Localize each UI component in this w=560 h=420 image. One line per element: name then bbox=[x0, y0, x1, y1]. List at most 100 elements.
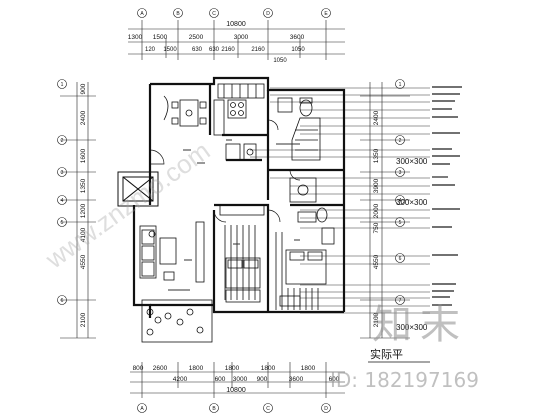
right-dim-5: 4550 bbox=[373, 254, 380, 269]
left-dim-7: 2100 bbox=[80, 312, 87, 327]
dining-table-set bbox=[163, 95, 207, 127]
top-sub-dim-2: 630 bbox=[192, 47, 203, 53]
top-sub-dim-4: 2160 bbox=[221, 47, 235, 53]
axis-top-e-circle bbox=[321, 8, 331, 18]
living-room-furniture bbox=[139, 221, 205, 283]
top-dim-sub: 1050 bbox=[273, 58, 287, 64]
plan-walls bbox=[132, 76, 346, 318]
top-dim-1: 1500 bbox=[153, 34, 168, 41]
axis-top-b: B bbox=[176, 11, 180, 17]
right-dim-2: 3900 bbox=[373, 178, 380, 193]
axis-right-1: 1 bbox=[399, 82, 402, 88]
tile-label-1: 300×300 bbox=[396, 157, 428, 166]
tile-label-2: 300×300 bbox=[396, 198, 428, 207]
top-sub-dim-0: 120 bbox=[145, 47, 156, 53]
axis-right-2-circle bbox=[395, 135, 405, 145]
bottom-dim-1: 2600 bbox=[153, 365, 168, 372]
bottom-sub-dim-4: 3600 bbox=[289, 376, 304, 383]
door-swings bbox=[149, 119, 301, 223]
axis-left-5: 5 bbox=[61, 220, 64, 226]
axis-right-3: 3 bbox=[399, 170, 402, 176]
left-dim-5: 4100 bbox=[80, 227, 87, 242]
axis-bottom-b-circle bbox=[209, 403, 219, 413]
top-dim-3: 3000 bbox=[234, 34, 249, 41]
right-dim-0: 2400 bbox=[373, 110, 380, 125]
balcony-planters bbox=[141, 299, 213, 343]
top-dim-4: 3600 bbox=[290, 34, 305, 41]
bottom-sub-dim-5: 600 bbox=[329, 376, 340, 383]
bathroom-fixtures-upper bbox=[277, 97, 321, 161]
top-dim-0: 1300 bbox=[128, 34, 143, 41]
bottom-dim-0: 800 bbox=[133, 365, 144, 372]
axis-left-1: 1 bbox=[61, 82, 64, 88]
axis-right-4-circle bbox=[395, 195, 405, 205]
axis-right-3-circle bbox=[395, 167, 405, 177]
axis-left-2-circle bbox=[57, 135, 67, 145]
bottom-sub-dim-2: 3000 bbox=[233, 376, 248, 383]
left-dim-2: 1600 bbox=[80, 148, 87, 163]
axis-right-5-circle bbox=[395, 217, 405, 227]
axis-right-7: 7 bbox=[399, 298, 402, 304]
bedroom-right-furniture bbox=[275, 227, 335, 310]
top-dim-total: 10800 bbox=[226, 21, 246, 28]
right-dim-6: 2100 bbox=[373, 312, 380, 327]
bottom-dim-total: 10800 bbox=[226, 387, 246, 394]
axis-left-6: 6 bbox=[61, 298, 64, 304]
axis-right-6-circle bbox=[395, 253, 405, 263]
room-label-marks bbox=[168, 139, 300, 291]
axis-right-4: 4 bbox=[399, 198, 402, 204]
axis-bottom-a-circle bbox=[137, 403, 147, 413]
bottom-sub-dim-0: 4200 bbox=[173, 376, 188, 383]
axis-bottom-a: A bbox=[140, 406, 144, 412]
top-sub-dim-3: 630 bbox=[209, 47, 220, 53]
axis-top-a-circle bbox=[137, 8, 147, 18]
bottom-dim-5: 1800 bbox=[301, 365, 316, 372]
bottom-dim-3: 1800 bbox=[225, 365, 240, 372]
right-dim-3: 2000 bbox=[373, 203, 380, 218]
top-sub-dim-6: 1050 bbox=[291, 47, 305, 53]
right-dim-4: 750 bbox=[373, 222, 380, 233]
axis-top-c: C bbox=[212, 11, 216, 17]
bottom-sub-dim-1: 600 bbox=[215, 376, 226, 383]
axis-bottom-d-circle bbox=[321, 403, 331, 413]
top-sub-dim-5: 2160 bbox=[251, 47, 265, 53]
left-dim-4: 1200 bbox=[80, 203, 87, 218]
axis-top-c-circle bbox=[209, 8, 219, 18]
bottom-sub-dim-3: 900 bbox=[257, 376, 268, 383]
bedroom-left-furniture bbox=[219, 204, 265, 303]
tile-label-3: 300×300 bbox=[396, 323, 428, 332]
dimension-lines bbox=[60, 20, 410, 398]
top-dim-2: 2500 bbox=[189, 34, 204, 41]
axis-left-5-circle bbox=[57, 217, 67, 227]
left-dim-0: 900 bbox=[80, 83, 87, 94]
axis-left-1-circle bbox=[57, 79, 67, 89]
axis-top-d: D bbox=[266, 11, 270, 17]
axis-left-4-circle bbox=[57, 195, 67, 205]
axis-bottom-c: C bbox=[266, 406, 270, 412]
axis-left-4: 4 bbox=[61, 198, 64, 204]
axis-top-a: A bbox=[140, 11, 144, 17]
left-dim-3: 1350 bbox=[80, 178, 87, 193]
axis-bottom-b: B bbox=[212, 406, 216, 412]
axis-right-5: 5 bbox=[399, 220, 402, 226]
bottom-dim-4: 1800 bbox=[261, 365, 276, 372]
axis-top-d-circle bbox=[263, 8, 273, 18]
axis-bottom-c-circle bbox=[263, 403, 273, 413]
right-dim-1: 1350 bbox=[373, 148, 380, 163]
bathroom-fixtures-lower bbox=[289, 177, 328, 223]
axis-bottom-d: D bbox=[324, 406, 328, 412]
elevator-shaft bbox=[117, 171, 159, 207]
left-dim-6: 4550 bbox=[80, 254, 87, 269]
kitchen-fixtures bbox=[213, 83, 265, 161]
annotation-notes bbox=[432, 86, 462, 306]
axis-right-1-circle bbox=[395, 79, 405, 89]
axis-left-3-circle bbox=[57, 167, 67, 177]
top-sub-dim-1: 1500 bbox=[163, 47, 177, 53]
plan-title: 实际平 bbox=[370, 347, 403, 361]
bottom-dim-2: 1800 bbox=[189, 365, 204, 372]
axis-right-6: 6 bbox=[399, 256, 402, 262]
axis-left-6-circle bbox=[57, 295, 67, 305]
